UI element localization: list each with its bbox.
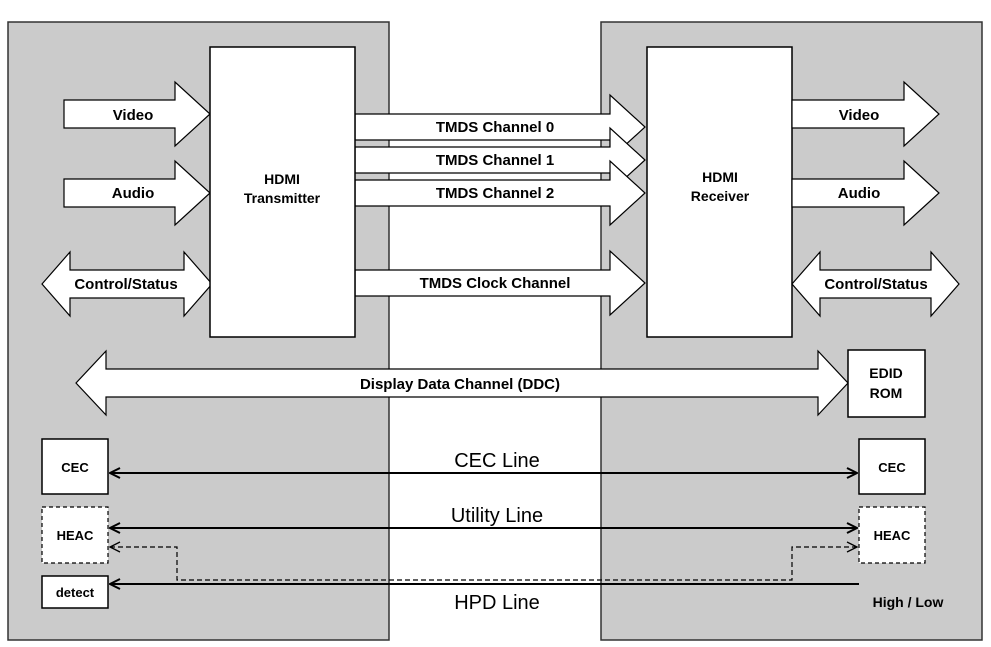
hdmi-transmitter-label-line2: Transmitter xyxy=(244,190,321,206)
heac-block-sink xyxy=(858,506,926,564)
tmds-channel-1-label: TMDS Channel 1 xyxy=(436,152,554,169)
cec-block-source-label: CEC xyxy=(61,460,89,475)
hdmi-transmitter-block xyxy=(209,46,356,338)
video-output-label: Video xyxy=(839,107,880,124)
ddc-label: Display Data Channel (DDC) xyxy=(360,376,560,393)
tmds-channel-0-label: TMDS Channel 0 xyxy=(436,119,554,136)
tmds-channel-1-arrow xyxy=(354,126,646,194)
audio-output-label: Audio xyxy=(838,185,881,202)
video-input-arrow xyxy=(63,80,211,148)
hdmi-receiver-block xyxy=(646,46,793,338)
audio-input-label: Audio xyxy=(112,185,155,202)
control-status-output-label: Control/Status xyxy=(824,276,927,293)
utility-line-label: Utility Line xyxy=(451,505,543,527)
control-status-input-label: Control/Status xyxy=(74,276,177,293)
tmds-clock-channel-label: TMDS Clock Channel xyxy=(420,275,571,292)
tmds-clock-channel-arrow xyxy=(354,249,646,317)
video-input-label: Video xyxy=(113,107,154,124)
heac-block-source-label: HEAC xyxy=(57,528,94,543)
cec-block-source xyxy=(41,438,109,495)
tmds-channel-2-arrow xyxy=(354,159,646,227)
audio-input-arrow xyxy=(63,159,211,227)
tmds-channel-0-arrow xyxy=(354,93,646,161)
hdmi-receiver-label-line1: HDMI xyxy=(702,169,738,185)
detect-block xyxy=(41,575,109,609)
hdmi-receiver-label-line2: Receiver xyxy=(691,188,750,204)
cec-block-sink-label: CEC xyxy=(878,460,906,475)
audio-output-arrow xyxy=(791,159,940,227)
detect-block-label: detect xyxy=(56,585,95,600)
hpd-line-label: HPD Line xyxy=(454,592,540,614)
heac-block-sink-label: HEAC xyxy=(874,528,911,543)
heac-block-source xyxy=(41,506,109,564)
cec-line-label: CEC Line xyxy=(454,450,540,472)
edid-rom-block xyxy=(847,349,926,418)
tmds-channel-2-label: TMDS Channel 2 xyxy=(436,185,554,202)
control-status-output-arrow xyxy=(791,250,960,318)
edid-rom-label-line2: ROM xyxy=(870,385,903,401)
video-output-arrow xyxy=(791,80,940,148)
hdmi-transmitter-label-line1: HDMI xyxy=(264,171,300,187)
cec-block-sink xyxy=(858,438,926,495)
hpd-state-label: High / Low xyxy=(873,594,944,610)
edid-rom-label-line1: EDID xyxy=(869,365,902,381)
